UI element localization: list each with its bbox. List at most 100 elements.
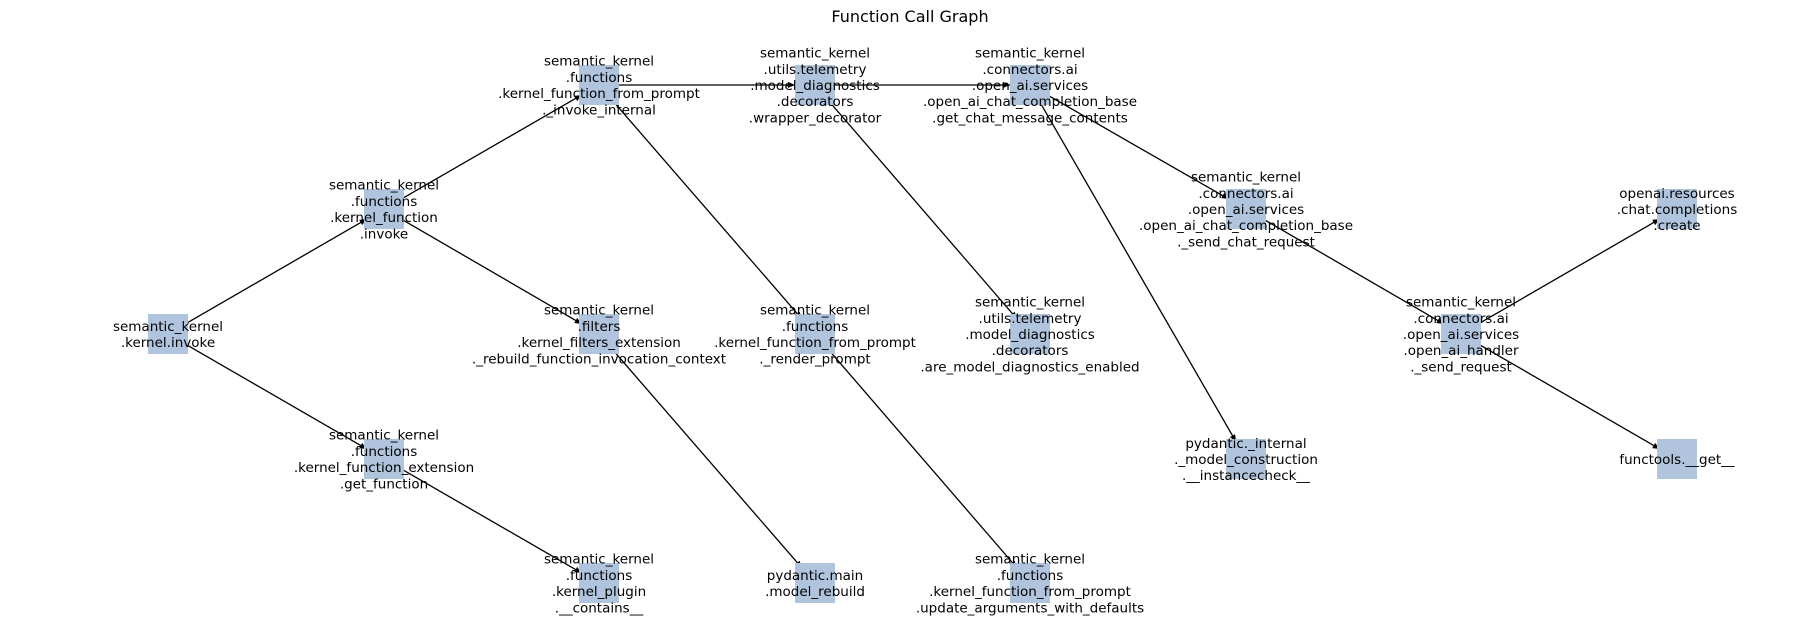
node-kfe_get_function[interactable] xyxy=(364,439,404,479)
node-label-line: semantic_kernel xyxy=(544,303,654,319)
node-openai_create[interactable] xyxy=(1657,189,1697,229)
node-pydantic_instancecheck[interactable] xyxy=(1226,439,1266,479)
nodes-layer xyxy=(148,65,1697,603)
node-kffp_render_prompt[interactable] xyxy=(795,314,835,354)
node-label-line: semantic_kernel xyxy=(544,54,654,70)
node-label-line: .kernel_function xyxy=(330,210,438,226)
edge-kffp_invoke_internal-to-kffp_render_prompt xyxy=(611,99,803,320)
node-label-line: .functions xyxy=(351,194,417,210)
node-label-line: .kernel_function_from_prompt xyxy=(714,335,916,351)
edge-kffp_render_prompt-to-update_args_defaults xyxy=(827,348,1018,569)
node-label-kplugin_contains: semantic_kernel.functions.kernel_plugin.… xyxy=(544,552,654,617)
node-label-line: .get_function xyxy=(340,476,428,492)
node-label-line: .utils.telemetry xyxy=(979,311,1082,327)
node-update_args_defaults[interactable] xyxy=(1010,563,1050,603)
node-label-line: semantic_kernel xyxy=(1191,170,1301,186)
node-filters_rebuild[interactable] xyxy=(579,314,619,354)
node-label-line: .update_arguments_with_defaults xyxy=(916,600,1144,616)
node-label-line: semantic_kernel xyxy=(329,178,439,194)
node-are_model_diag_enabled[interactable] xyxy=(1010,314,1050,354)
node-label-kffp_invoke_internal: semantic_kernel.functions.kernel_functio… xyxy=(498,54,700,119)
node-send_chat_request[interactable] xyxy=(1226,189,1266,229)
node-label-line: .open_ai_handler xyxy=(1403,343,1519,359)
edge-telemetry_wrapper-to-are_model_diag_enabled xyxy=(827,99,1018,320)
edge-kernel_invoke-to-kfe_get_function xyxy=(184,343,368,450)
node-label-kf_invoke: semantic_kernel.functions.kernel_functio… xyxy=(329,178,439,243)
node-label-line: .are_model_diagnostics_enabled xyxy=(920,359,1139,375)
node-label-get_chat_message_contents: semantic_kernel.connectors.ai.open_ai.se… xyxy=(923,46,1137,127)
edge-kernel_invoke-to-kf_invoke xyxy=(184,218,368,325)
edge-handler_send_request-to-functools_get xyxy=(1477,343,1661,450)
node-label-line: .connectors.ai xyxy=(1198,186,1293,202)
node-label-line: .decorators xyxy=(992,343,1069,359)
node-label-line: .connectors.ai xyxy=(982,62,1077,78)
node-label-pydantic_model_rebuild: pydantic.main.model_rebuild xyxy=(765,568,865,600)
node-pydantic_model_rebuild[interactable] xyxy=(795,563,835,603)
graph-title: Function Call Graph xyxy=(831,7,988,26)
node-label-line: .functions xyxy=(566,568,632,584)
node-label-line: .kernel_function_from_prompt xyxy=(929,584,1131,600)
node-label-update_args_defaults: semantic_kernel.functions.kernel_functio… xyxy=(916,552,1144,617)
node-label-line: .invoke xyxy=(360,226,409,242)
node-label-telemetry_wrapper: semantic_kernel.utils.telemetry.model_di… xyxy=(749,46,882,127)
edge-kfe_get_function-to-kplugin_contains xyxy=(401,468,582,574)
node-label-line: .create xyxy=(1653,218,1700,234)
labels-layer: semantic_kernel.kernel.invokesemantic_ke… xyxy=(113,46,1737,617)
node-label-line: ._rebuild_function_invocation_context xyxy=(472,351,726,367)
node-label-line: .functions xyxy=(351,444,417,460)
node-label-line: ._send_chat_request xyxy=(1177,234,1315,250)
node-label-line: .decorators xyxy=(777,94,854,110)
node-get_chat_message_contents[interactable] xyxy=(1010,65,1050,105)
node-handler_send_request[interactable] xyxy=(1441,314,1481,354)
node-kf_invoke[interactable] xyxy=(364,189,404,229)
node-label-line: semantic_kernel xyxy=(760,303,870,319)
node-label-line: .wrapper_decorator xyxy=(749,110,882,126)
node-label-are_model_diag_enabled: semantic_kernel.utils.telemetry.model_di… xyxy=(920,295,1139,376)
node-telemetry_wrapper[interactable] xyxy=(795,65,835,105)
node-label-send_chat_request: semantic_kernel.connectors.ai.open_ai.se… xyxy=(1139,170,1353,251)
node-label-line: .get_chat_message_contents xyxy=(932,110,1128,126)
node-label-functools_get: functools.__get__ xyxy=(1619,452,1735,468)
edge-kf_invoke-to-filters_rebuild xyxy=(400,218,583,325)
node-label-line: .open_ai_chat_completion_base xyxy=(923,94,1137,110)
node-label-line: .kernel_function_from_prompt xyxy=(498,86,700,102)
node-functools_get[interactable] xyxy=(1657,439,1697,479)
edge-handler_send_request-to-openai_create xyxy=(1477,218,1661,325)
node-label-line: pydantic.main xyxy=(767,568,863,584)
node-label-line: .functions xyxy=(997,568,1063,584)
node-label-line: semantic_kernel xyxy=(760,46,870,62)
node-label-line: .chat.completions xyxy=(1617,202,1737,218)
node-kplugin_contains[interactable] xyxy=(579,563,619,603)
node-label-line: .model_diagnostics xyxy=(965,327,1095,343)
edge-send_chat_request-to-handler_send_request xyxy=(1262,218,1445,325)
node-label-line: semantic_kernel xyxy=(975,552,1085,568)
node-label-line: .open_ai.services xyxy=(1403,327,1519,343)
node-label-line: semantic_kernel xyxy=(975,46,1085,62)
node-label-line: .kernel_filters_extension xyxy=(517,335,681,351)
node-label-openai_create: openai.resources.chat.completions.create xyxy=(1617,186,1737,234)
node-label-line: ._model_construction xyxy=(1174,452,1318,468)
edge-get_chat_message_contents-to-pydantic_instancecheck xyxy=(1039,101,1237,443)
node-label-line: .connectors.ai xyxy=(1413,311,1508,327)
node-kernel_invoke[interactable] xyxy=(148,314,188,354)
node-label-line: ._send_request xyxy=(1410,359,1512,375)
node-label-handler_send_request: semantic_kernel.connectors.ai.open_ai.se… xyxy=(1403,295,1519,376)
node-label-line: .__instancecheck__ xyxy=(1182,468,1310,484)
edge-get_chat_message_contents-to-send_chat_request xyxy=(1047,94,1229,200)
node-label-kffp_render_prompt: semantic_kernel.functions.kernel_functio… xyxy=(714,303,916,368)
node-label-line: functools.__get__ xyxy=(1619,452,1735,468)
edges-layer xyxy=(184,82,1661,574)
node-kffp_invoke_internal[interactable] xyxy=(579,65,619,105)
node-label-line: openai.resources xyxy=(1619,186,1734,202)
node-label-line: .utils.telemetry xyxy=(764,62,867,78)
node-label-line: .open_ai.services xyxy=(1188,202,1304,218)
node-label-line: semantic_kernel xyxy=(1406,295,1516,311)
node-label-line: .open_ai.services xyxy=(972,78,1088,94)
node-label-line: semantic_kernel xyxy=(544,552,654,568)
node-label-line: .model_rebuild xyxy=(765,584,865,600)
node-label-line: .functions xyxy=(566,70,632,86)
node-label-line: semantic_kernel xyxy=(975,295,1085,311)
node-label-pydantic_instancecheck: pydantic._internal._model_construction._… xyxy=(1174,436,1318,484)
node-label-line: .kernel_plugin xyxy=(552,584,646,600)
